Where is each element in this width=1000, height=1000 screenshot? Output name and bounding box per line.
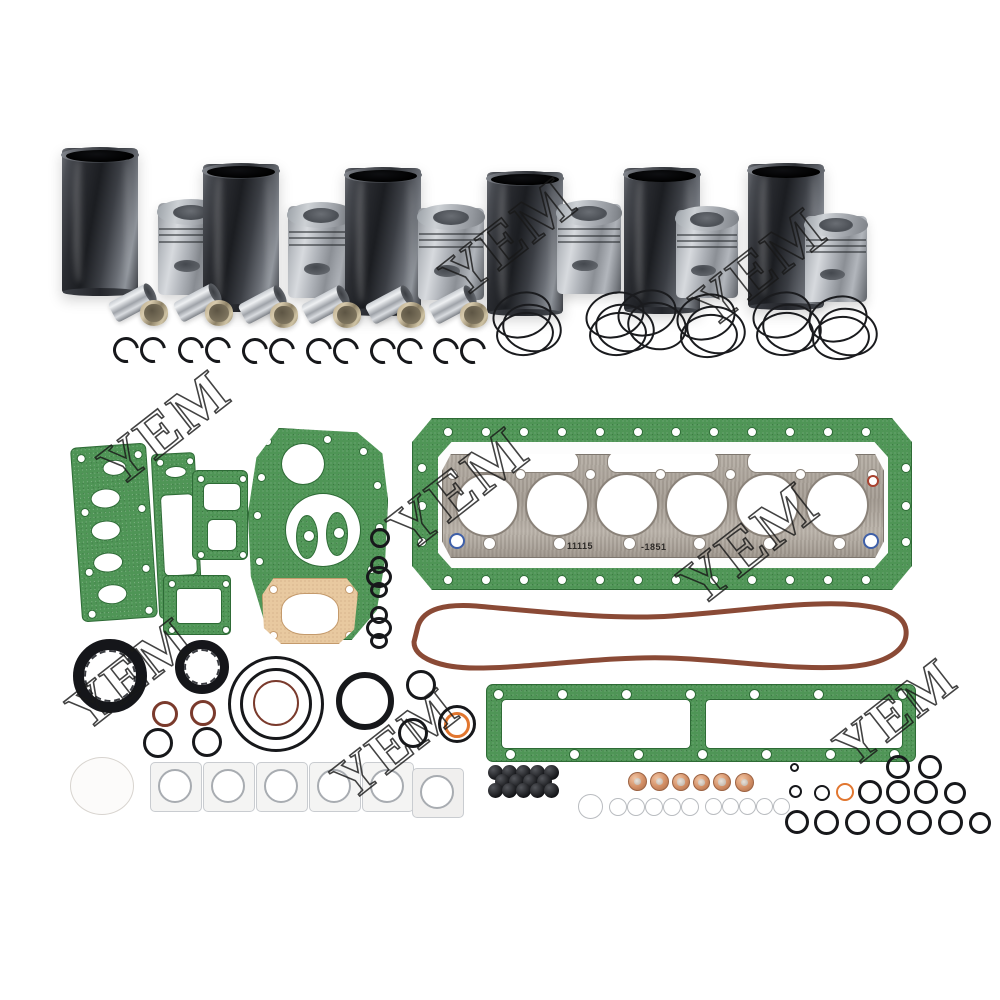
steel-washer xyxy=(756,798,773,815)
thermostat-gasket xyxy=(70,757,134,815)
connecting-rod-bushing xyxy=(333,302,361,328)
figure-eight-gasket-group xyxy=(360,528,400,650)
cylinder-liner xyxy=(60,146,140,296)
o-ring xyxy=(814,785,830,801)
copper-washer xyxy=(650,772,669,791)
piston-ring-set xyxy=(486,284,567,359)
o-ring xyxy=(336,672,394,730)
o-ring xyxy=(876,810,901,835)
figure-eight-gasket xyxy=(370,528,390,548)
connecting-rod-bushing xyxy=(460,302,488,328)
piston xyxy=(803,212,869,302)
connecting-rod-bushing xyxy=(397,302,425,328)
valve-cover-gasket xyxy=(411,601,909,671)
valve-stem-seal-group xyxy=(488,765,559,801)
copper-washer xyxy=(735,773,754,792)
o-ring-orange xyxy=(836,783,854,801)
steel-washer xyxy=(722,798,739,815)
steel-washer xyxy=(773,798,790,815)
exhaust-port-gasket xyxy=(362,762,414,812)
o-ring xyxy=(814,810,839,835)
piston xyxy=(674,206,740,298)
o-ring xyxy=(406,670,436,700)
steel-washer xyxy=(663,798,681,816)
o-ring xyxy=(845,810,870,835)
cylinder-head-gasket: 11115 -1851 xyxy=(442,454,884,558)
o-ring xyxy=(190,700,216,726)
side-cover-gasket xyxy=(163,575,231,635)
o-ring xyxy=(143,728,173,758)
o-ring xyxy=(938,810,963,835)
steel-washer xyxy=(645,798,663,816)
o-ring xyxy=(969,812,991,834)
steel-washer xyxy=(578,794,603,819)
o-ring xyxy=(192,727,222,757)
piston-ring-set xyxy=(670,286,751,361)
exhaust-port-gasket xyxy=(309,762,361,812)
o-ring xyxy=(398,718,428,748)
steel-washer xyxy=(627,798,645,816)
snap-ring xyxy=(263,332,301,370)
intake-manifold-gasket xyxy=(486,684,916,762)
steel-washer xyxy=(609,798,627,816)
water-pump-gasket xyxy=(262,578,358,644)
piston xyxy=(286,202,356,298)
exhaust-port-gasket xyxy=(150,762,202,812)
connecting-rod-bushing xyxy=(205,300,233,326)
large-o-ring-outer xyxy=(228,656,324,752)
steel-washer xyxy=(705,798,722,815)
o-ring xyxy=(858,780,882,804)
gasket-part-number-2: -1851 xyxy=(641,542,667,552)
cylinder-liner-piston-row xyxy=(0,0,1000,380)
copper-washer xyxy=(628,772,647,791)
steel-washer xyxy=(739,798,756,815)
piston xyxy=(555,200,623,294)
gasket-part-number-1: 11115 xyxy=(567,541,594,551)
piston-ring-set xyxy=(802,288,883,363)
exhaust-manifold-gasket xyxy=(69,442,159,623)
o-ring xyxy=(918,755,942,779)
piston xyxy=(416,204,486,300)
snap-ring xyxy=(327,332,365,370)
connecting-rod-bushing xyxy=(140,300,168,326)
intake-pad-gasket xyxy=(192,470,248,560)
o-ring xyxy=(886,780,910,804)
cylinder-liner xyxy=(485,170,565,316)
large-o-ring-inner xyxy=(253,680,299,726)
oil-pump-port-gasket xyxy=(296,515,318,559)
crankshaft-rear-seal-inner-lip xyxy=(84,650,136,702)
exhaust-port-gasket xyxy=(412,768,464,818)
o-ring xyxy=(785,810,809,834)
snap-ring xyxy=(199,331,237,369)
o-ring xyxy=(886,755,910,779)
figure-eight-gasket xyxy=(366,606,394,650)
exhaust-port-gasket xyxy=(256,762,308,812)
copper-washer xyxy=(672,773,690,791)
snap-ring xyxy=(391,332,429,370)
o-ring-orange xyxy=(444,712,470,738)
snap-ring xyxy=(134,331,172,369)
copper-washer xyxy=(713,773,731,791)
exhaust-port-gasket xyxy=(203,762,255,812)
head-gasket-assembly: 11115 -1851 xyxy=(412,418,912,590)
o-ring xyxy=(944,782,966,804)
o-ring xyxy=(907,810,932,835)
o-ring xyxy=(789,785,802,798)
oil-pump-port-gasket xyxy=(326,512,348,556)
large-o-ring-mid xyxy=(240,668,312,740)
o-ring xyxy=(790,763,799,772)
crankshaft-front-seal-inner-lip xyxy=(184,649,220,685)
connecting-rod-bushing xyxy=(270,302,298,328)
o-ring xyxy=(914,780,938,804)
copper-washer xyxy=(693,774,710,791)
o-ring xyxy=(152,701,178,727)
snap-ring xyxy=(454,332,492,370)
figure-eight-gasket xyxy=(366,556,394,598)
o-ring xyxy=(438,705,476,743)
steel-washer xyxy=(681,798,699,816)
